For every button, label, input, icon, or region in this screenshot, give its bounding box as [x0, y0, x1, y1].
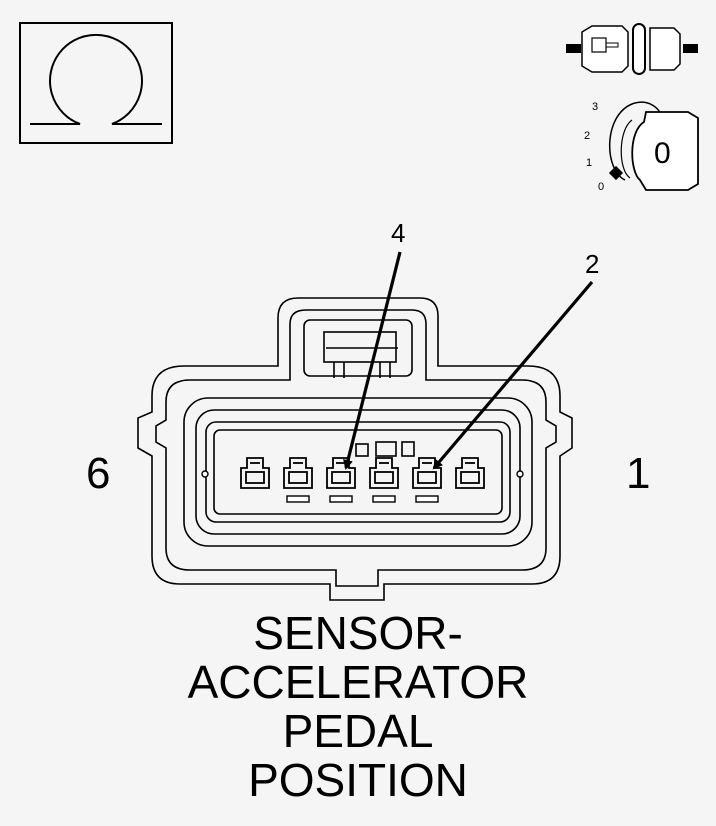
- cavity-marker-3: [372, 495, 396, 503]
- guide-holes: [201, 470, 524, 478]
- terminal-cavity-4: [326, 457, 356, 489]
- leader-arrow-4: [343, 251, 402, 470]
- caption-line-3: PEDAL: [282, 705, 434, 757]
- cavity-marker-5: [286, 495, 310, 503]
- ignition-position-2: 2: [584, 130, 591, 142]
- ignition-position-3: 3: [592, 101, 599, 113]
- pin-end-right: 1: [626, 449, 651, 498]
- caption-line-1: SENSOR-: [253, 607, 463, 659]
- callout-pin-2: 2: [585, 249, 600, 279]
- ignition-state: 0: [654, 137, 671, 170]
- terminal-cavities: [240, 457, 485, 489]
- ignition-position-0: 0: [598, 181, 605, 193]
- disconnected-connector-icon: [566, 23, 698, 75]
- terminal-cavity-1: [455, 457, 485, 489]
- pin-end-left: 6: [86, 449, 111, 498]
- ignition-key-icon: [608, 101, 699, 191]
- callout-pin-4: 4: [391, 218, 406, 248]
- terminal-cavity-3: [369, 457, 399, 489]
- caption-line-4: POSITION: [248, 754, 468, 806]
- cavity-marker-2: [415, 495, 439, 503]
- caption-line-2: ACCELERATOR: [187, 656, 529, 708]
- ignition-position-1: 1: [586, 157, 593, 169]
- leader-arrows: [343, 251, 594, 470]
- cavity-marker-4: [329, 495, 353, 503]
- leader-arrow-2: [432, 280, 594, 470]
- omega-icon: [19, 22, 173, 144]
- connector-body: [137, 297, 573, 601]
- cavity-marker-bars: [286, 495, 439, 503]
- terminal-cavity-5: [283, 457, 313, 489]
- terminal-cavity-6: [240, 457, 270, 489]
